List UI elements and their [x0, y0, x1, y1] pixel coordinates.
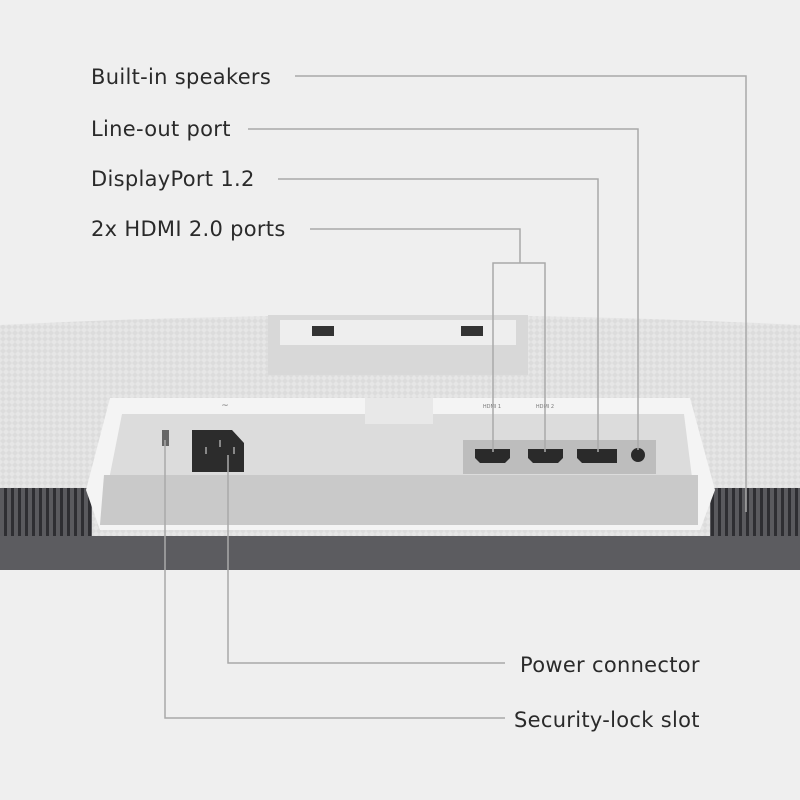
displayport-leader [278, 178, 599, 452]
callout-displayport: DisplayPort 1.2 [91, 167, 255, 191]
line-out-jack [631, 448, 645, 462]
left-speaker-grille [0, 488, 92, 538]
hdmi-split-leader [492, 262, 546, 452]
security-lock-slot [162, 430, 169, 446]
power-symbol-label: ~ [221, 401, 229, 411]
hdmi-1-port [475, 449, 510, 463]
callout-line-out: Line-out port [91, 117, 231, 141]
speakers-leader [295, 75, 747, 512]
power-leader [227, 455, 505, 664]
line-out-leader [248, 128, 639, 450]
displayport-port [577, 449, 617, 463]
callout-power: Power connector [520, 653, 700, 677]
leader-lines [164, 75, 747, 719]
security-leader [164, 440, 505, 719]
callout-speakers: Built-in speakers [91, 65, 272, 89]
bottom-edge [0, 536, 800, 570]
hdmi1-device-label: HDMI 1 [483, 404, 501, 410]
callout-hdmi: 2x HDMI 2.0 ports [91, 217, 286, 241]
hdmi-leader [310, 228, 521, 263]
power-connector [192, 430, 244, 472]
callout-security: Security-lock slot [514, 708, 700, 732]
right-speaker-grille [710, 488, 800, 538]
hdmi-2-port [528, 449, 563, 463]
